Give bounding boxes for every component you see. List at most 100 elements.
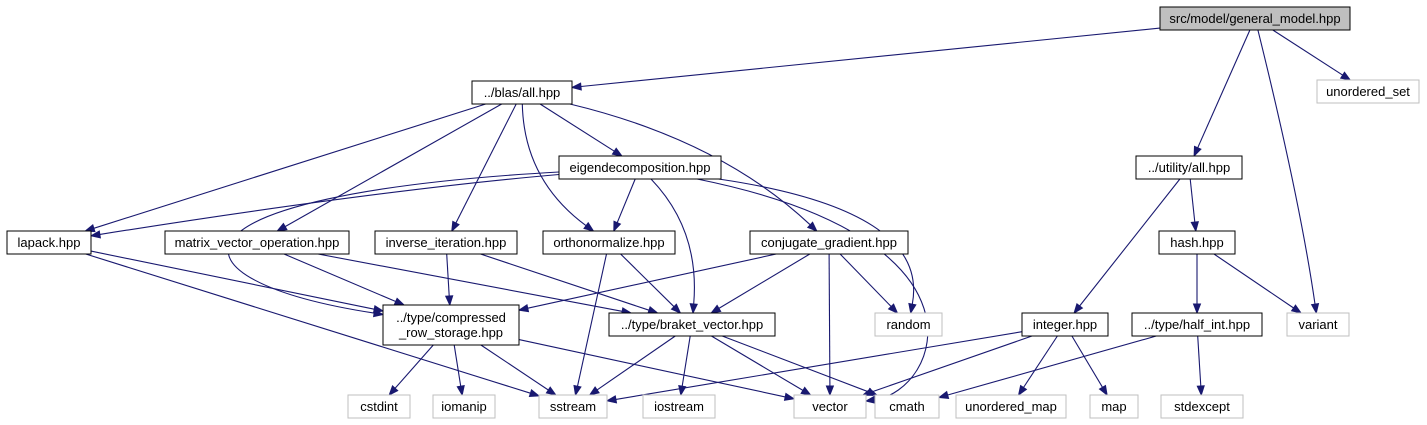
edge-arrowhead <box>1290 304 1303 314</box>
node-lapack[interactable]: lapack.hpp <box>6 230 92 255</box>
edge-arrowhead <box>388 385 399 397</box>
edge-line <box>722 335 869 393</box>
node-label: cmath <box>889 399 924 414</box>
edge-line <box>521 103 587 227</box>
edge-arrowhead <box>1193 145 1202 158</box>
edge-line <box>85 253 531 394</box>
node-conjugate-gradient[interactable]: conjugate_gradient.hpp <box>749 230 909 255</box>
edge-line <box>99 173 560 235</box>
edge-eigendecomposition-to-random <box>718 178 917 315</box>
edge-arrowhead <box>588 386 600 396</box>
node-random: random <box>874 312 943 337</box>
node-vector: vector <box>793 394 867 419</box>
node-label: src/model/general_model.hpp <box>1169 11 1340 26</box>
edge-line <box>518 339 786 398</box>
node-box <box>538 394 608 419</box>
edge-arrowhead <box>864 395 876 404</box>
edge-line <box>828 253 831 387</box>
edge-braket-vector-to-iostream <box>678 335 691 397</box>
node-stdexcept: stdexcept <box>1160 394 1244 419</box>
node-compressed-row-storage[interactable]: ../type/compressed_row_storage.hpp <box>382 304 520 346</box>
edge-line <box>718 253 811 309</box>
edge-blas-all-to-inverse-iteration <box>451 103 517 233</box>
edge-line <box>615 331 1023 400</box>
edge-blas-all-to-orthonormalize <box>521 103 595 232</box>
edge-line <box>1197 335 1202 387</box>
node-iomanip: iomanip <box>432 394 496 419</box>
node-hash[interactable]: hash.hpp <box>1158 230 1236 255</box>
node-eigendecomposition[interactable]: eigendecomposition.hpp <box>558 155 722 180</box>
node-label: unordered_map <box>965 399 1057 414</box>
edge-utility-all-to-integer <box>1073 178 1181 315</box>
node-box <box>1131 312 1263 337</box>
edge-half-int-to-stdexcept <box>1196 335 1205 397</box>
node-box <box>164 230 350 255</box>
node-matrix-vector-operation[interactable]: matrix_vector_operation.hpp <box>164 230 350 255</box>
edge-arrowhead <box>1098 384 1108 397</box>
node-label: ../utility/all.hpp <box>1148 160 1230 175</box>
edge-orthonormalize-to-sstream <box>573 253 608 397</box>
edge-arrowhead <box>887 303 899 314</box>
node-inverse-iteration[interactable]: inverse_iteration.hpp <box>374 230 518 255</box>
edge-general-model-to-variant <box>1257 29 1320 315</box>
edge-arrowhead <box>689 303 698 315</box>
edge-line <box>696 178 929 401</box>
node-label: stdexcept <box>1174 399 1230 414</box>
node-label: variant <box>1298 317 1337 332</box>
node-iostream: iostream <box>642 394 716 419</box>
node-label: ../type/half_int.hpp <box>1144 317 1250 332</box>
node-box <box>749 230 909 255</box>
node-orthonormalize[interactable]: orthonormalize.hpp <box>542 230 676 255</box>
edge-eigendecomposition-to-lapack <box>89 173 560 239</box>
edge-general-model-to-utility-all <box>1193 29 1251 158</box>
edge-arrowhead <box>1190 221 1199 233</box>
edge-line <box>317 253 623 312</box>
edge-line <box>1023 335 1058 388</box>
node-blas-all[interactable]: ../blas/all.hpp <box>471 80 573 105</box>
edge-line <box>616 178 636 223</box>
edge-arrowhead <box>456 384 465 397</box>
edge-line <box>620 253 675 308</box>
edge-line <box>947 335 1157 396</box>
node-box <box>1316 79 1420 104</box>
node-label: inverse_iteration.hpp <box>386 235 507 250</box>
edge-braket-vector-to-vector <box>711 335 812 396</box>
edge-line <box>1213 253 1294 309</box>
edge-conjugate-gradient-to-random <box>839 253 899 314</box>
node-label: eigendecomposition.hpp <box>570 160 711 175</box>
edge-arrowhead <box>372 304 385 314</box>
edge-arrowhead <box>613 220 622 233</box>
edge-line <box>569 103 811 226</box>
node-box <box>558 155 722 180</box>
node-label: random <box>886 317 930 332</box>
edge-inverse-iteration-to-compressed-row-storage <box>444 253 454 307</box>
edge-braket-vector-to-cmath <box>722 335 879 396</box>
edge-arrowhead <box>1192 303 1202 315</box>
edge-line <box>576 253 608 387</box>
edge-arrowhead <box>89 230 102 239</box>
node-box <box>347 394 411 419</box>
node-integer[interactable]: integer.hpp <box>1021 312 1109 337</box>
node-box <box>471 80 573 105</box>
node-general-model[interactable]: src/model/general_model.hpp <box>1159 6 1351 31</box>
node-box <box>6 230 92 255</box>
node-utility-all[interactable]: ../utility/all.hpp <box>1135 155 1243 180</box>
nodes-layer: src/model/general_model.hppunordered_set… <box>6 6 1420 419</box>
edge-line <box>1197 29 1251 149</box>
edge-arrowhead <box>861 387 874 396</box>
edge-arrowhead <box>1310 303 1320 315</box>
edge-arrowhead <box>800 386 812 396</box>
edge-conjugate-gradient-to-vector <box>825 253 835 397</box>
edge-line <box>284 103 502 228</box>
node-label: iostream <box>654 399 704 414</box>
node-box <box>608 312 776 337</box>
node-label: hash.hpp <box>1170 235 1224 250</box>
edge-arrowhead <box>583 221 595 232</box>
node-box <box>1021 312 1109 337</box>
node-braket-vector[interactable]: ../type/braket_vector.hpp <box>608 312 776 337</box>
node-half-int[interactable]: ../type/half_int.hpp <box>1131 312 1263 337</box>
edge-blas-all-to-eigendecomposition <box>539 103 624 157</box>
node-box <box>432 394 496 419</box>
edge-hash-to-variant <box>1213 253 1303 314</box>
